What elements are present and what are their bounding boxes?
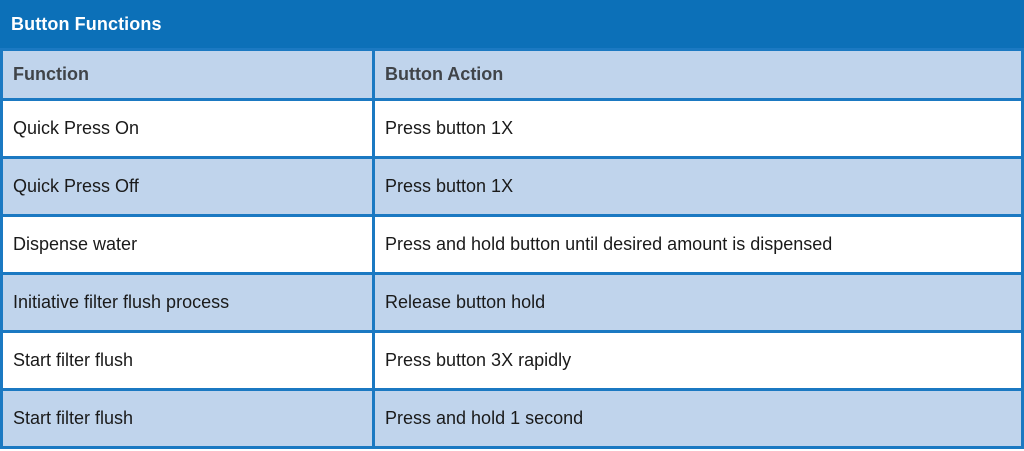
function-cell: Quick Press Off — [0, 156, 375, 217]
table-header: Function Button Action — [0, 48, 1024, 101]
table-row: Start filter flush Press button 3X rapid… — [0, 330, 1024, 391]
table-row: Quick Press Off Press button 1X — [0, 156, 1024, 217]
function-cell: Dispense water — [0, 214, 375, 275]
action-cell: Press and hold 1 second — [372, 388, 1024, 449]
table-row: Dispense water Press and hold button unt… — [0, 214, 1024, 275]
table-row: Initiative filter flush process Release … — [0, 272, 1024, 333]
action-cell: Press button 1X — [372, 156, 1024, 217]
function-cell: Initiative filter flush process — [0, 272, 375, 333]
action-cell: Release button hold — [372, 272, 1024, 333]
function-cell: Start filter flush — [0, 388, 375, 449]
action-cell: Press button 3X rapidly — [372, 330, 1024, 391]
table-row: Quick Press On Press button 1X — [0, 98, 1024, 159]
table-title: Button Functions — [11, 13, 162, 34]
table-body: Quick Press On Press button 1X Quick Pre… — [0, 98, 1024, 449]
header-row: Function Button Action — [0, 48, 1024, 101]
action-cell: Press and hold button until desired amou… — [372, 214, 1024, 275]
function-cell: Quick Press On — [0, 98, 375, 159]
function-cell: Start filter flush — [0, 330, 375, 391]
column-header-function: Function — [0, 48, 375, 101]
action-cell: Press button 1X — [372, 98, 1024, 159]
table-title-bar: Button Functions — [0, 0, 1024, 48]
column-header-button-action: Button Action — [372, 48, 1024, 101]
button-functions-table: Function Button Action Quick Press On Pr… — [0, 48, 1024, 449]
table-row: Start filter flush Press and hold 1 seco… — [0, 388, 1024, 449]
